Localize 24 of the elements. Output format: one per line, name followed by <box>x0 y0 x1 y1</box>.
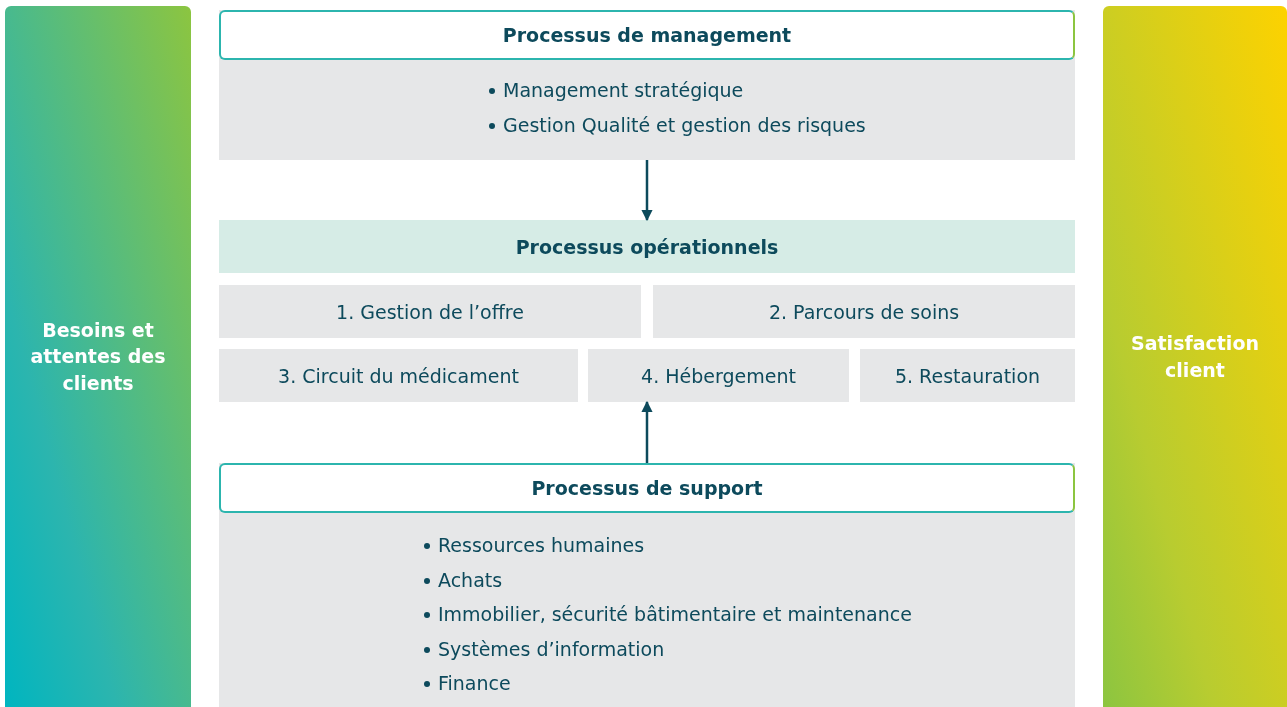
bullet-text: Management stratégique <box>503 78 744 102</box>
process-box: 5. Restauration <box>860 349 1075 402</box>
process-panel <box>219 10 1075 160</box>
panel-heading: Processus de support <box>219 463 1075 513</box>
section-heading: Processus opérationnels <box>515 235 779 258</box>
arrow <box>641 160 653 222</box>
bullet-text: Gestion Qualité et gestion des risques <box>503 113 866 137</box>
panel-heading: Processus de management <box>219 10 1075 60</box>
process-panel <box>219 463 1075 707</box>
process-box: 3. Circuit du médicament <box>219 349 578 402</box>
process-box: 1. Gestion de l’offre <box>219 285 641 338</box>
process-box: 4. Hébergement <box>588 349 849 402</box>
side-bar <box>1103 6 1287 707</box>
bullet-text: Ressources humaines <box>438 533 645 557</box>
bullet-text: Achats <box>438 567 503 592</box>
bar-label: Besoins et attentes des clients <box>29 317 167 396</box>
bullet-text: Finance <box>438 671 511 695</box>
side-bar <box>5 6 191 707</box>
bullet-text: Immobilier, sécurité bâtimentaire et maintenance <box>438 602 912 626</box>
bullet-text: Systèmes d’information <box>438 636 665 661</box>
bar-label: Satisfaction client <box>1130 330 1260 383</box>
arrow <box>641 400 653 463</box>
process-box: 2. Parcours de soins <box>653 285 1075 338</box>
section-heading-band <box>219 220 1075 273</box>
